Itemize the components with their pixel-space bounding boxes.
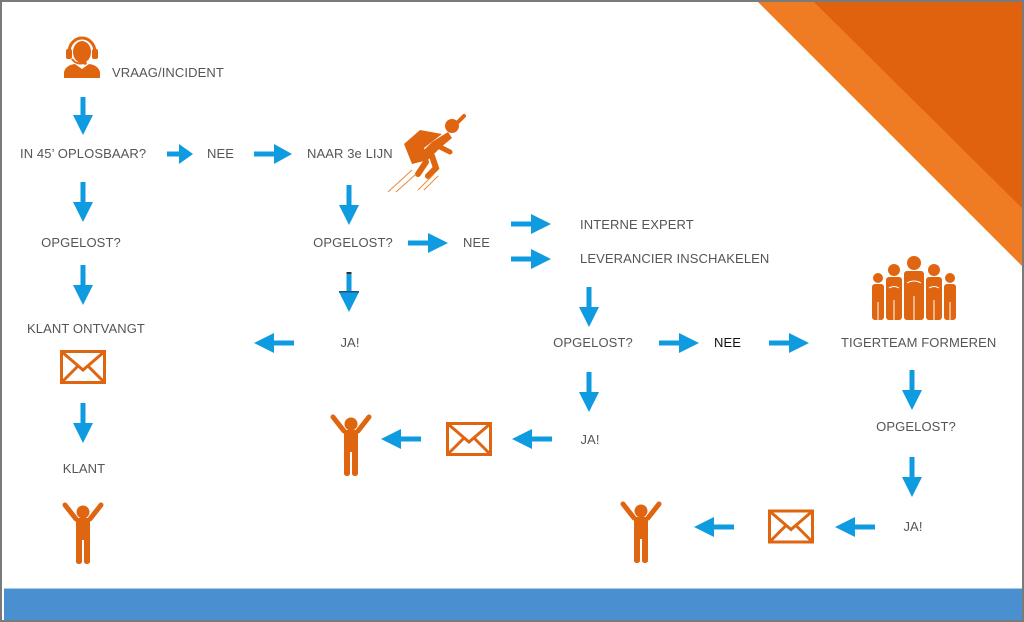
option-engage-supplier: LEVERANCIER INSCHAKELEN <box>580 251 770 266</box>
arrow-down-icon <box>579 372 599 412</box>
corner-triangle-dark <box>814 2 1022 209</box>
level2-answer-yes: JA! <box>340 335 360 350</box>
escalate-third-line: NAAR 3e LIJN <box>307 146 393 161</box>
arrow-down-icon <box>579 287 599 327</box>
arrow-down-icon <box>902 457 922 497</box>
headset-agent-icon <box>64 36 100 78</box>
level3-answer-no: NEE <box>714 335 742 350</box>
level4-question-solved: OPGELOST? <box>876 419 956 434</box>
level2-question-solved: OPGELOST? <box>313 235 393 250</box>
happy-person-icon <box>620 501 662 563</box>
level3-answer-yes: JA! <box>580 432 600 447</box>
arrow-down-icon <box>73 265 93 305</box>
arrow-down-icon <box>902 370 922 410</box>
level4-answer-yes: JA! <box>903 519 923 534</box>
arrow-left-icon <box>694 517 734 537</box>
envelope-icon <box>60 350 106 384</box>
arrow-right-icon <box>659 333 699 353</box>
arrow-right-icon <box>408 233 448 253</box>
arrow-right-icon <box>511 249 551 269</box>
arrow-right-icon <box>769 333 809 353</box>
envelope-icon <box>768 509 814 544</box>
superhero-icon <box>387 114 466 193</box>
arrow-right-icon <box>511 214 551 234</box>
question-45min-solvable: IN 45’ OPLOSBAAR? <box>20 146 147 161</box>
happy-person-icon <box>62 502 104 564</box>
tigerteam-label: TIGERTEAM FORMEREN <box>841 335 997 350</box>
start-label: VRAAG/INCIDENT <box>112 65 224 80</box>
team-icon <box>872 256 956 320</box>
arrow-down-icon <box>73 182 93 222</box>
customer-label: KLANT <box>62 461 106 476</box>
arrow-left-icon <box>381 429 421 449</box>
arrow-left-icon <box>835 517 875 537</box>
footer-band <box>4 588 1022 620</box>
arrow-right-icon <box>167 144 193 164</box>
envelope-icon <box>446 422 492 456</box>
arrow-down-icon <box>73 97 93 135</box>
level2-answer-no: NEE <box>463 235 491 250</box>
arrow-right-icon <box>254 144 292 164</box>
happy-person-icon <box>330 414 372 476</box>
arrow-left-icon <box>512 429 552 449</box>
arrow-left-icon <box>254 333 294 353</box>
corner-triangle-light <box>758 2 1022 266</box>
arrow-down-icon <box>339 185 359 225</box>
answer-no: NEE <box>207 146 235 161</box>
level3-question-solved: OPGELOST? <box>553 335 633 350</box>
option-internal-expert: INTERNE EXPERT <box>580 217 694 232</box>
left-question-solved: OPGELOST? <box>41 235 121 250</box>
arrow-down-icon <box>73 403 93 443</box>
arrow-down-icon <box>339 272 359 312</box>
customer-receives-label: KLANT ONTVANGT <box>27 321 145 336</box>
